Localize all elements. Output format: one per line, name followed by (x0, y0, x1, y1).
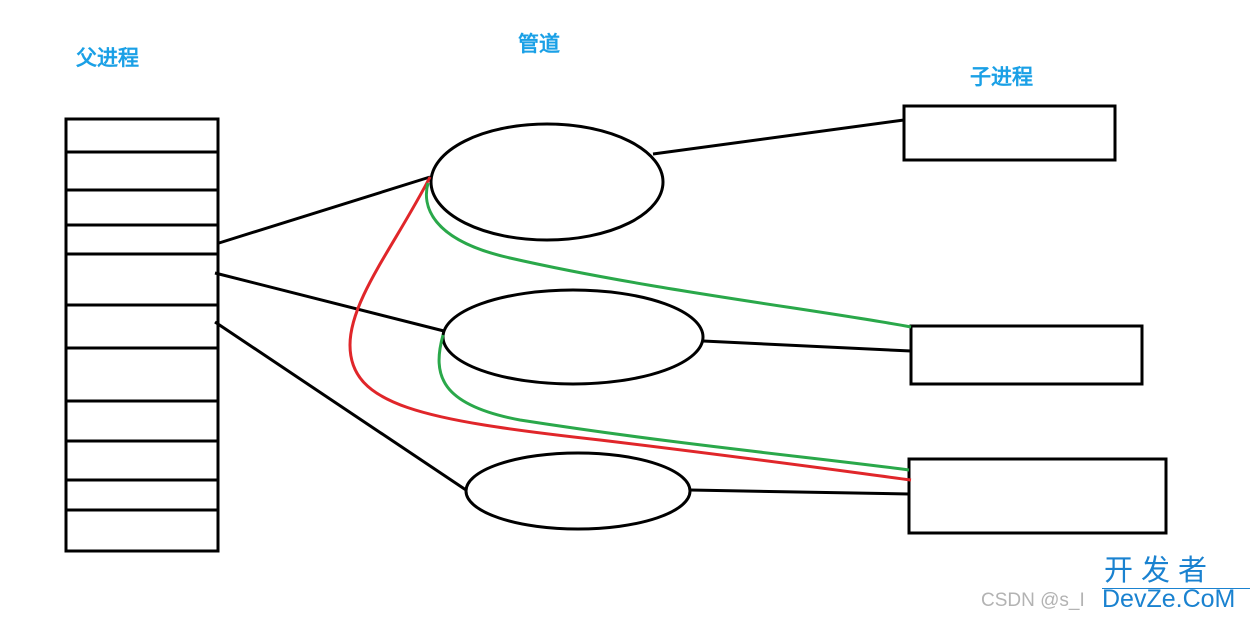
link-parent-pipe-2 (214, 271, 445, 333)
link-pipe-1-child-1 (652, 118, 905, 156)
parent-to-pipe-links (214, 118, 912, 496)
pipe-3 (464, 451, 692, 531)
watermark-text: CSDN @s_I (981, 590, 1085, 611)
child-process-label: 子进程 (970, 65, 1033, 89)
link-parent-pipe-3 (214, 320, 467, 492)
devze-logo: 开发者 DevZe.CoM (1102, 556, 1252, 616)
green-link-line-pipe-1 (424, 182, 912, 329)
parent-process-label: 父进程 (76, 46, 139, 70)
red-link-line (348, 176, 912, 482)
logo-chinese-text: 开发者 (1104, 553, 1216, 587)
pipe-label: 管道 (518, 32, 560, 56)
child-process-3 (907, 457, 1168, 535)
pipe-1 (429, 122, 665, 242)
logo-english-text: DevZe.CoM (1102, 585, 1236, 613)
child-processes (902, 104, 1168, 535)
pipes (429, 122, 705, 531)
logo-underline (1102, 588, 1250, 589)
link-pipe-2-child-2 (702, 339, 912, 353)
parent-fd-table-frame (64, 117, 220, 553)
link-pipe-3-child-3 (689, 488, 910, 496)
parent-fd-table (64, 117, 220, 553)
child-process-1 (902, 104, 1117, 162)
green-link-line-pipe-2 (437, 334, 910, 472)
child-process-2 (909, 324, 1144, 386)
pipe-2 (441, 288, 705, 386)
link-parent-pipe-1 (218, 175, 431, 245)
